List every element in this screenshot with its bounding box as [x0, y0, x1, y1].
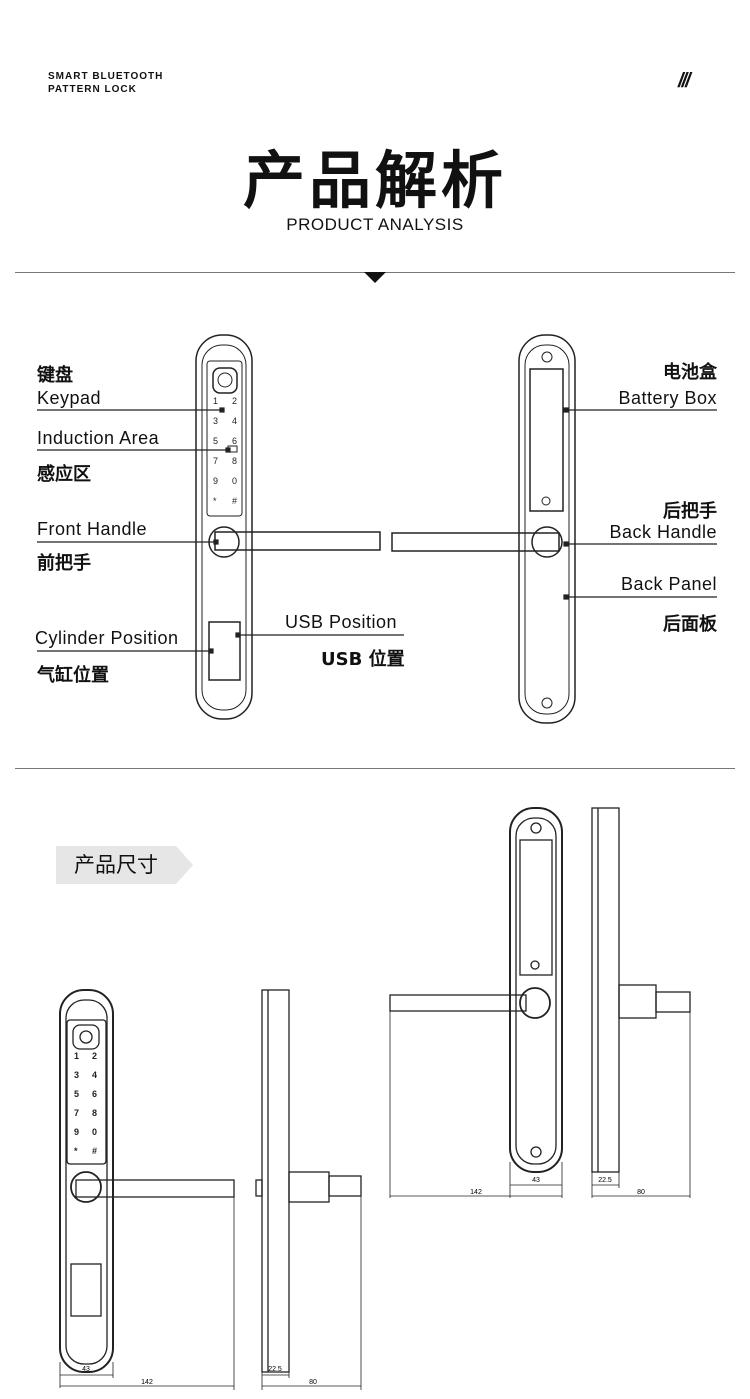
keypad-label-cn: 键盘: [37, 365, 73, 386]
keypad-key: 6: [92, 1089, 97, 1099]
back-side-depth-value: 80: [637, 1189, 645, 1196]
keypad-label-en: Keypad: [37, 388, 102, 408]
front-length-value: 142: [141, 1379, 153, 1386]
keypad-key: 0: [92, 1127, 97, 1137]
back-handle-lever: [391, 532, 560, 552]
lock-analysis-diagram: 1 2 3 4 5 6 7 8 9 0 * #: [37, 334, 717, 724]
cylinder-box: [208, 621, 241, 681]
back-side-thickness-value: 22.5: [598, 1177, 612, 1184]
usb-position-label-cn: USB 位置: [321, 649, 405, 670]
back-panel-outline: [518, 334, 576, 724]
front-width-value: 43: [82, 1366, 90, 1373]
keypad-key: 4: [232, 416, 237, 426]
front-handle-label-en: Front Handle: [37, 519, 148, 539]
fingerprint-sensor: [212, 367, 238, 394]
usb-position-label-en: USB Position: [285, 612, 398, 632]
keypad-area: [206, 360, 243, 517]
battery-box: [529, 368, 564, 512]
back-width-value: 43: [532, 1177, 540, 1184]
keypad-key: 7: [74, 1108, 79, 1118]
keypad-key: #: [92, 1146, 97, 1156]
back-panel-inner: [524, 344, 570, 715]
back-handle-label-en: Back Handle: [609, 522, 717, 542]
brand-line-2: PATTERN LOCK: [48, 84, 137, 95]
keypad-key: 5: [74, 1089, 79, 1099]
keypad-key: *: [213, 496, 217, 506]
back-handle-label-cn: 后把手: [663, 501, 717, 522]
divider-arrow-icon: [364, 272, 386, 283]
back-panel-label-en: Back Panel: [620, 574, 717, 594]
keypad-key: 8: [232, 456, 237, 466]
dimensions-tag: 产品尺寸: [56, 846, 176, 884]
tag-arrow-icon: [176, 846, 193, 884]
battery-box-label-en: Battery Box: [618, 388, 717, 408]
section-divider-2: [15, 768, 735, 769]
keypad-key: #: [232, 496, 237, 506]
keypad-key: 1: [74, 1051, 79, 1061]
keypad-key: 1: [213, 396, 218, 406]
keypad-key: 0: [232, 476, 237, 486]
back-handle-rose: [531, 526, 563, 558]
page-title-en: PRODUCT ANALYSIS: [286, 215, 464, 234]
induction-area-label-cn: 感应区: [37, 464, 91, 485]
cylinder-position-label-cn: 气缸位置: [37, 665, 109, 686]
front-panel-outline: [195, 334, 253, 720]
front-panel-inner: [201, 344, 247, 711]
back-panel-label-cn: 后面板: [663, 614, 717, 635]
battery-screw-icon: [541, 496, 551, 506]
cylinder-position-label-en: Cylinder Position: [35, 628, 179, 648]
fingerprint-icon: [217, 372, 233, 388]
brand-line-1: SMART BLUETOOTH: [48, 71, 164, 82]
keypad-key: 5: [213, 436, 218, 446]
keypad-key: 2: [232, 396, 237, 406]
induction-area-label-en: Induction Area: [37, 428, 160, 448]
keypad-key: *: [74, 1146, 78, 1156]
slash-mark: ///: [678, 70, 691, 92]
keypad-keys: 1 2 3 4 5 6 7 8 9 0 * #: [213, 396, 237, 506]
keypad-key: 2: [92, 1051, 97, 1061]
front-handle-lever: [214, 531, 381, 551]
side-thickness-value: 22.5: [268, 1366, 282, 1373]
keypad-key: 6: [232, 436, 237, 446]
keypad-key: 3: [74, 1070, 79, 1080]
keypad-key: 3: [213, 416, 218, 426]
keypad-key: 9: [213, 476, 218, 486]
screw-top-icon: [541, 351, 553, 363]
back-length-value: 142: [470, 1189, 482, 1196]
side-depth-value: 80: [309, 1379, 317, 1386]
battery-box-label-cn: 电池盒: [663, 362, 717, 383]
keypad-key: 8: [92, 1108, 97, 1118]
keypad-key: 7: [213, 456, 218, 466]
keypad-key: 9: [74, 1127, 79, 1137]
brand-name: SMART BLUETOOTH PATTERN LOCK: [48, 70, 163, 96]
page-title-cn: 产品解析: [242, 144, 507, 217]
keypad-key: 4: [92, 1070, 97, 1080]
front-handle-label-cn: 前把手: [37, 553, 91, 574]
screw-bottom-icon: [541, 697, 553, 709]
